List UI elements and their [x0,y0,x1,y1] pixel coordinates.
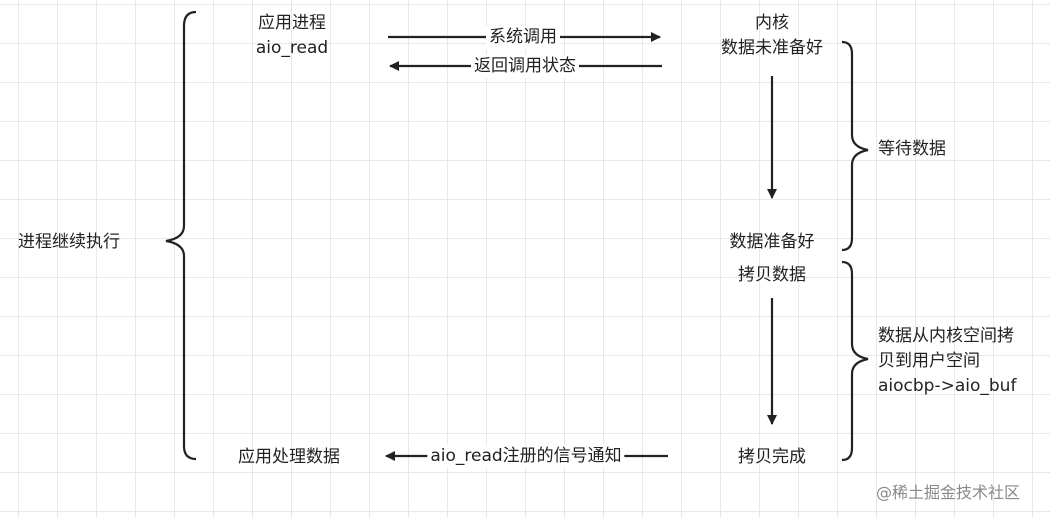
copy-phase-line2: 贝到用户空间 [878,351,980,371]
process-continue-brace [165,10,197,461]
copy-done-label: 拷贝完成 [738,447,806,467]
signal-notify-label: aio_read注册的信号通知 [427,445,625,468]
return-status-label: 返回调用状态 [471,55,579,78]
app-process-label: 应用进程 [258,13,326,33]
copy-phase-line1: 数据从内核空间拷 [878,326,1014,346]
wait-data-phase-label: 等待数据 [878,139,946,159]
kernel-label: 内核 [755,13,789,33]
data-not-ready-label: 数据未准备好 [721,38,823,58]
data-ready-label: 数据准备好 [729,232,815,252]
wait-data-brace [841,40,869,252]
watermark: @稀土掘金技术社区 [876,483,1021,502]
process-continue-label: 进程继续执行 [18,232,120,252]
copy-data-label: 拷贝数据 [738,265,806,285]
aio-read-label: aio_read [255,38,329,58]
system-call-label: 系统调用 [486,26,560,49]
copy-data-brace [841,260,869,462]
copy-phase-line3: aiocbp->aio_buf [878,376,1017,396]
app-handle-data-label: 应用处理数据 [238,447,340,467]
